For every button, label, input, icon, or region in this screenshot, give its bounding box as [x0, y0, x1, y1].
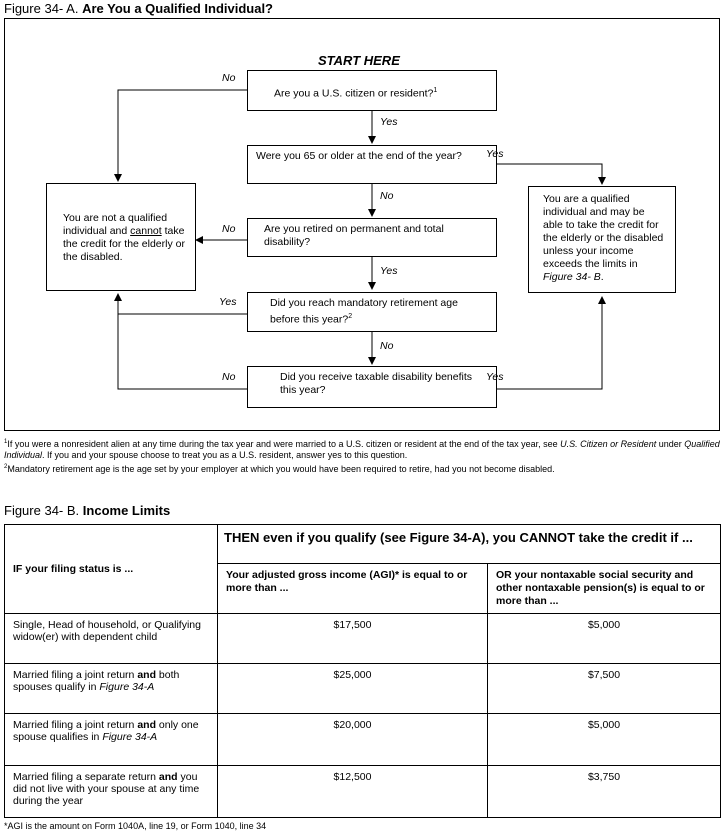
label-q4-no: No — [380, 340, 394, 352]
table-footnote: *AGI is the amount on Form 1040A, line 1… — [4, 821, 267, 831]
figure-b-heading: Income Limits — [82, 503, 171, 518]
header-nontaxable: OR your nontaxable social security and o… — [487, 563, 721, 614]
label-q1-yes: Yes — [380, 116, 398, 128]
filing-status-cell: Married filing a joint return and both s… — [4, 663, 218, 714]
label-q2-no: No — [380, 190, 394, 202]
header-then: THEN even if you qualify (see Figure 34-… — [217, 524, 721, 564]
figure-a-heading: Are You a Qualified Individual? — [82, 1, 273, 16]
label-q5-no: No — [222, 371, 236, 383]
table-row: Married filing a separate return and you… — [4, 765, 721, 818]
nontax-cell: $7,500 — [487, 663, 721, 714]
table-row: Married filing a joint return and only o… — [4, 713, 721, 766]
filing-status-cell: Single, Head of household, or Qualifying… — [4, 613, 218, 664]
nontax-cell: $3,750 — [487, 765, 721, 818]
footnote-2: 2Mandatory retirement age is the age set… — [4, 464, 555, 474]
question-citizen: Are you a U.S. citizen or resident?1 — [247, 70, 497, 111]
table-row: Married filing a joint return and both s… — [4, 663, 721, 714]
header-filing-status: IF your filing status is ... — [4, 524, 218, 614]
figure-b-title: Figure 34- B. Income Limits — [4, 503, 171, 518]
question-retired-disability: Are you retired on permanent and total d… — [247, 218, 497, 257]
label-q2-yes: Yes — [486, 148, 504, 160]
agi-cell: $12,500 — [217, 765, 488, 818]
label-q5-yes: Yes — [486, 371, 504, 383]
arrow-q2-yes — [497, 163, 606, 185]
figure-a-title: Figure 34- A. Are You a Qualified Indivi… — [4, 1, 273, 16]
income-limits-table: IF your filing status is ... THEN even i… — [4, 524, 721, 818]
question-mandatory-retirement: Did you reach mandatory retirement age b… — [247, 292, 497, 332]
nontax-cell: $5,000 — [487, 713, 721, 766]
filing-status-cell: Married filing a joint return and only o… — [4, 713, 218, 766]
label-q4-yes: Yes — [219, 296, 237, 308]
flowchart-frame — [4, 18, 720, 431]
agi-cell: $25,000 — [217, 663, 488, 714]
result-not-qualified: You are not a qualified individual and c… — [46, 183, 196, 291]
agi-cell: $20,000 — [217, 713, 488, 766]
arrow-q1-no — [114, 89, 247, 182]
result-qualified: You are a qualified individual and may b… — [528, 186, 676, 293]
table-row: Single, Head of household, or Qualifying… — [4, 613, 721, 664]
agi-cell: $17,500 — [217, 613, 488, 664]
question-disability-benefits: Did you receive taxable disability benef… — [247, 366, 497, 408]
label-q3-yes: Yes — [380, 265, 398, 277]
nontax-cell: $5,000 — [487, 613, 721, 664]
filing-status-cell: Married filing a separate return and you… — [4, 765, 218, 818]
label-q3-no: No — [222, 223, 236, 235]
start-here-label: START HERE — [318, 53, 400, 68]
arrow-q5-yes — [497, 296, 606, 390]
label-q1-no: No — [222, 72, 236, 84]
arrow-q5-no — [114, 293, 247, 390]
header-agi: Your adjusted gross income (AGI)* is equ… — [217, 563, 488, 614]
footnote-1: 1If you were a nonresident alien at any … — [4, 439, 720, 460]
question-age-65: Were you 65 or older at the end of the y… — [247, 145, 497, 184]
